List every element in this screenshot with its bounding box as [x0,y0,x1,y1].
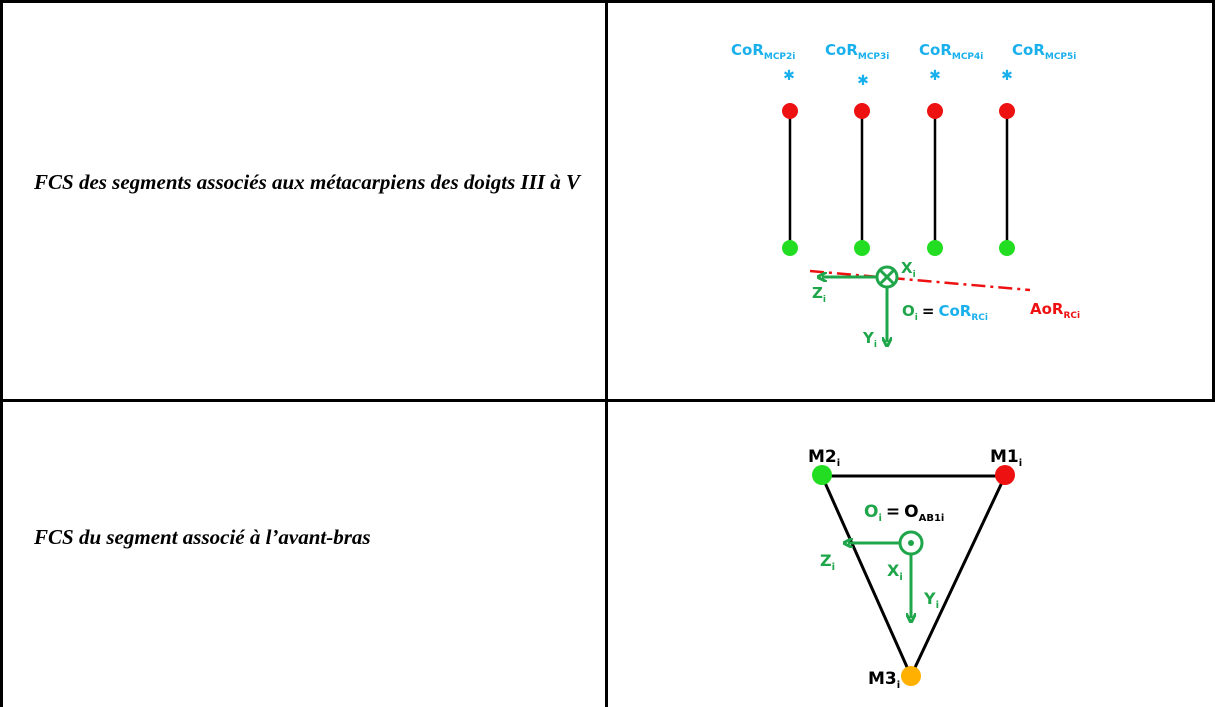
marker-m3 [901,666,921,686]
marker-green-3 [854,240,870,256]
x-axis-label: Xi [901,259,916,280]
aor-line [809,269,1031,292]
cor-mcp2-marker: ✱ [783,68,795,84]
m3-label: M3i [868,669,900,691]
z-axis-label-2: Zi [820,551,835,573]
cor-mcp5-marker: ✱ [1001,68,1013,84]
aor-label: AoRRCi [1030,300,1080,321]
origin-label-2: Oi=OAB1i [864,502,944,524]
z-axis-label: Zi [812,284,826,305]
m1-label: M1i [990,447,1022,469]
marker-red-5 [999,103,1015,119]
marker-red-2 [782,103,798,119]
x-axis-into-page-icon [875,265,899,289]
marker-red-4 [927,103,943,119]
marker-green-4 [927,240,943,256]
origin-label: Oi=CoRRCi [902,302,988,323]
marker-green-2 [782,240,798,256]
cor-mcp2-label: CoRMCP2i [731,41,795,62]
x-axis-label-2: Xi [887,561,903,583]
cor-mcp5-label: CoRMCP5i [1012,41,1076,62]
y-axis-label-2: Yi [923,589,939,611]
marker-red-3 [854,103,870,119]
marker-m2 [812,465,832,485]
x-axis-out-of-page-icon [898,530,924,556]
cor-mcp4-marker: ✱ [929,68,941,84]
y-axis-label: Yi [862,329,877,350]
m2-label: M2i [808,447,840,469]
marker-m1 [995,465,1015,485]
cor-mcp3-label: CoRMCP3i [825,41,889,62]
cor-mcp3-marker: ✱ [857,73,869,89]
table-divider-vertical [605,0,608,707]
row2-description: FCS du segment associé à l’avant-bras [34,525,371,549]
cor-mcp4-label: CoRMCP4i [919,41,983,62]
table-border-left [0,0,3,707]
table-divider-horizontal [0,399,1215,402]
forearm-triangle [819,474,1008,680]
marker-green-5 [999,240,1015,256]
row1-description: FCS des segments associés aux métacarpie… [34,170,581,194]
table-border-right [1212,0,1215,401]
